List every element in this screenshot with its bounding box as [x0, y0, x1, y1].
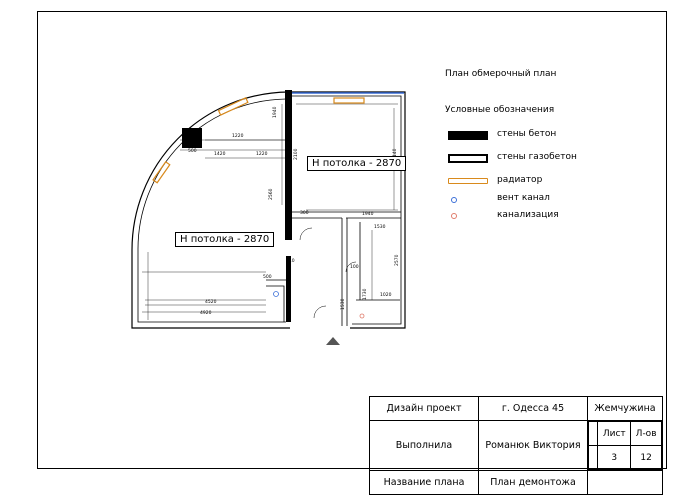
dimension-label: 500	[263, 274, 272, 280]
legend-swatch-radiator	[448, 178, 488, 184]
radiator	[333, 97, 365, 104]
dimension-label: 1530	[374, 224, 386, 230]
stamp-city: г. Одесса 45	[478, 396, 588, 421]
dimension-label: 4520	[205, 299, 217, 305]
legend-label-vent: вент канал	[497, 193, 550, 203]
room-ceiling-label-bedroom: Н потолка - 2870	[307, 156, 407, 171]
door-arc	[345, 261, 357, 273]
legend-label-gas-concrete: стены газобетон	[497, 152, 577, 162]
stamp-empty-cell	[587, 470, 663, 495]
partition-wall	[292, 211, 401, 219]
legend-swatch-sewer	[451, 213, 457, 219]
entrance-arrow-icon	[326, 337, 340, 345]
partition-wall	[341, 218, 348, 326]
stamp-author-label: Выполнила	[369, 420, 479, 471]
dimension-label: 1220	[232, 133, 244, 139]
stamp-sheet-info: Лист Л-ов 3 12	[587, 420, 663, 471]
sheets-total: 12	[630, 445, 662, 470]
dimension-label: 300	[300, 210, 309, 216]
plan-title: План обмерочный план	[445, 69, 557, 79]
sheet-number: 3	[597, 445, 632, 470]
dimension-label: 2570	[394, 254, 400, 266]
legend-swatch-gas-concrete	[448, 154, 488, 163]
dimension-line	[145, 103, 398, 306]
concrete-wall	[286, 256, 291, 322]
sewer	[359, 313, 365, 319]
concrete-column	[182, 128, 202, 148]
title-block: Дизайн проект г. Одесса 45 Жемчужина Вып…	[369, 396, 663, 495]
dimension-label: 1420	[214, 151, 226, 157]
legend-label-radiator: радиатор	[497, 175, 543, 185]
legend-title: Условные обозначения	[445, 105, 555, 115]
legend-label-concrete: стены бетон	[497, 129, 557, 139]
dimension-label: 1730	[362, 288, 368, 300]
floor-plan: 1220 1220 1420 1940 2560 2100 2140 4520 …	[131, 90, 406, 329]
stamp-plan-name-label: Название плана	[369, 470, 479, 495]
sheets-header: Л-ов	[630, 421, 662, 446]
dimension-label: 1220	[256, 151, 268, 157]
radiator	[152, 161, 171, 184]
dimension-label: 2100	[293, 148, 299, 160]
curved-wall	[131, 91, 290, 329]
stamp-author: Романюк Виктория	[478, 420, 588, 471]
door-arc	[299, 227, 313, 241]
sheet-border	[37, 11, 667, 469]
dimension-label: 1020	[380, 292, 392, 298]
dimension-label: 4920	[200, 310, 212, 316]
dimension-label: 1530	[340, 298, 346, 310]
stamp-plan-name: План демонтожа	[478, 470, 588, 495]
dimension-label: 500	[188, 148, 197, 154]
dimension-label: 1940	[362, 211, 374, 217]
concrete-wall	[285, 90, 292, 240]
dimension-label: 2560	[268, 188, 274, 200]
door-arc	[313, 305, 327, 319]
outer-wall-inner	[292, 95, 402, 325]
stamp-project: Жемчужина	[587, 396, 663, 421]
legend-swatch-concrete	[448, 131, 488, 140]
partition-wall	[142, 271, 266, 313]
dimension-label: 210	[286, 258, 295, 264]
curved-wall-inner	[137, 98, 287, 323]
dimension-label: 1940	[272, 106, 278, 118]
dimension-label: 2140	[392, 148, 398, 160]
radiator	[217, 97, 249, 116]
dimension-label: 100	[350, 264, 359, 270]
legend-swatch-vent	[451, 197, 457, 203]
sheet-header: Лист	[597, 421, 632, 446]
partition-wall	[356, 222, 400, 301]
vent-channel	[273, 291, 279, 297]
room-ceiling-label-living: Н потолка - 2870	[175, 232, 275, 247]
legend-label-sewer: канализация	[497, 210, 559, 220]
outer-wall	[289, 91, 406, 329]
stamp-design-label: Дизайн проект	[369, 396, 479, 421]
